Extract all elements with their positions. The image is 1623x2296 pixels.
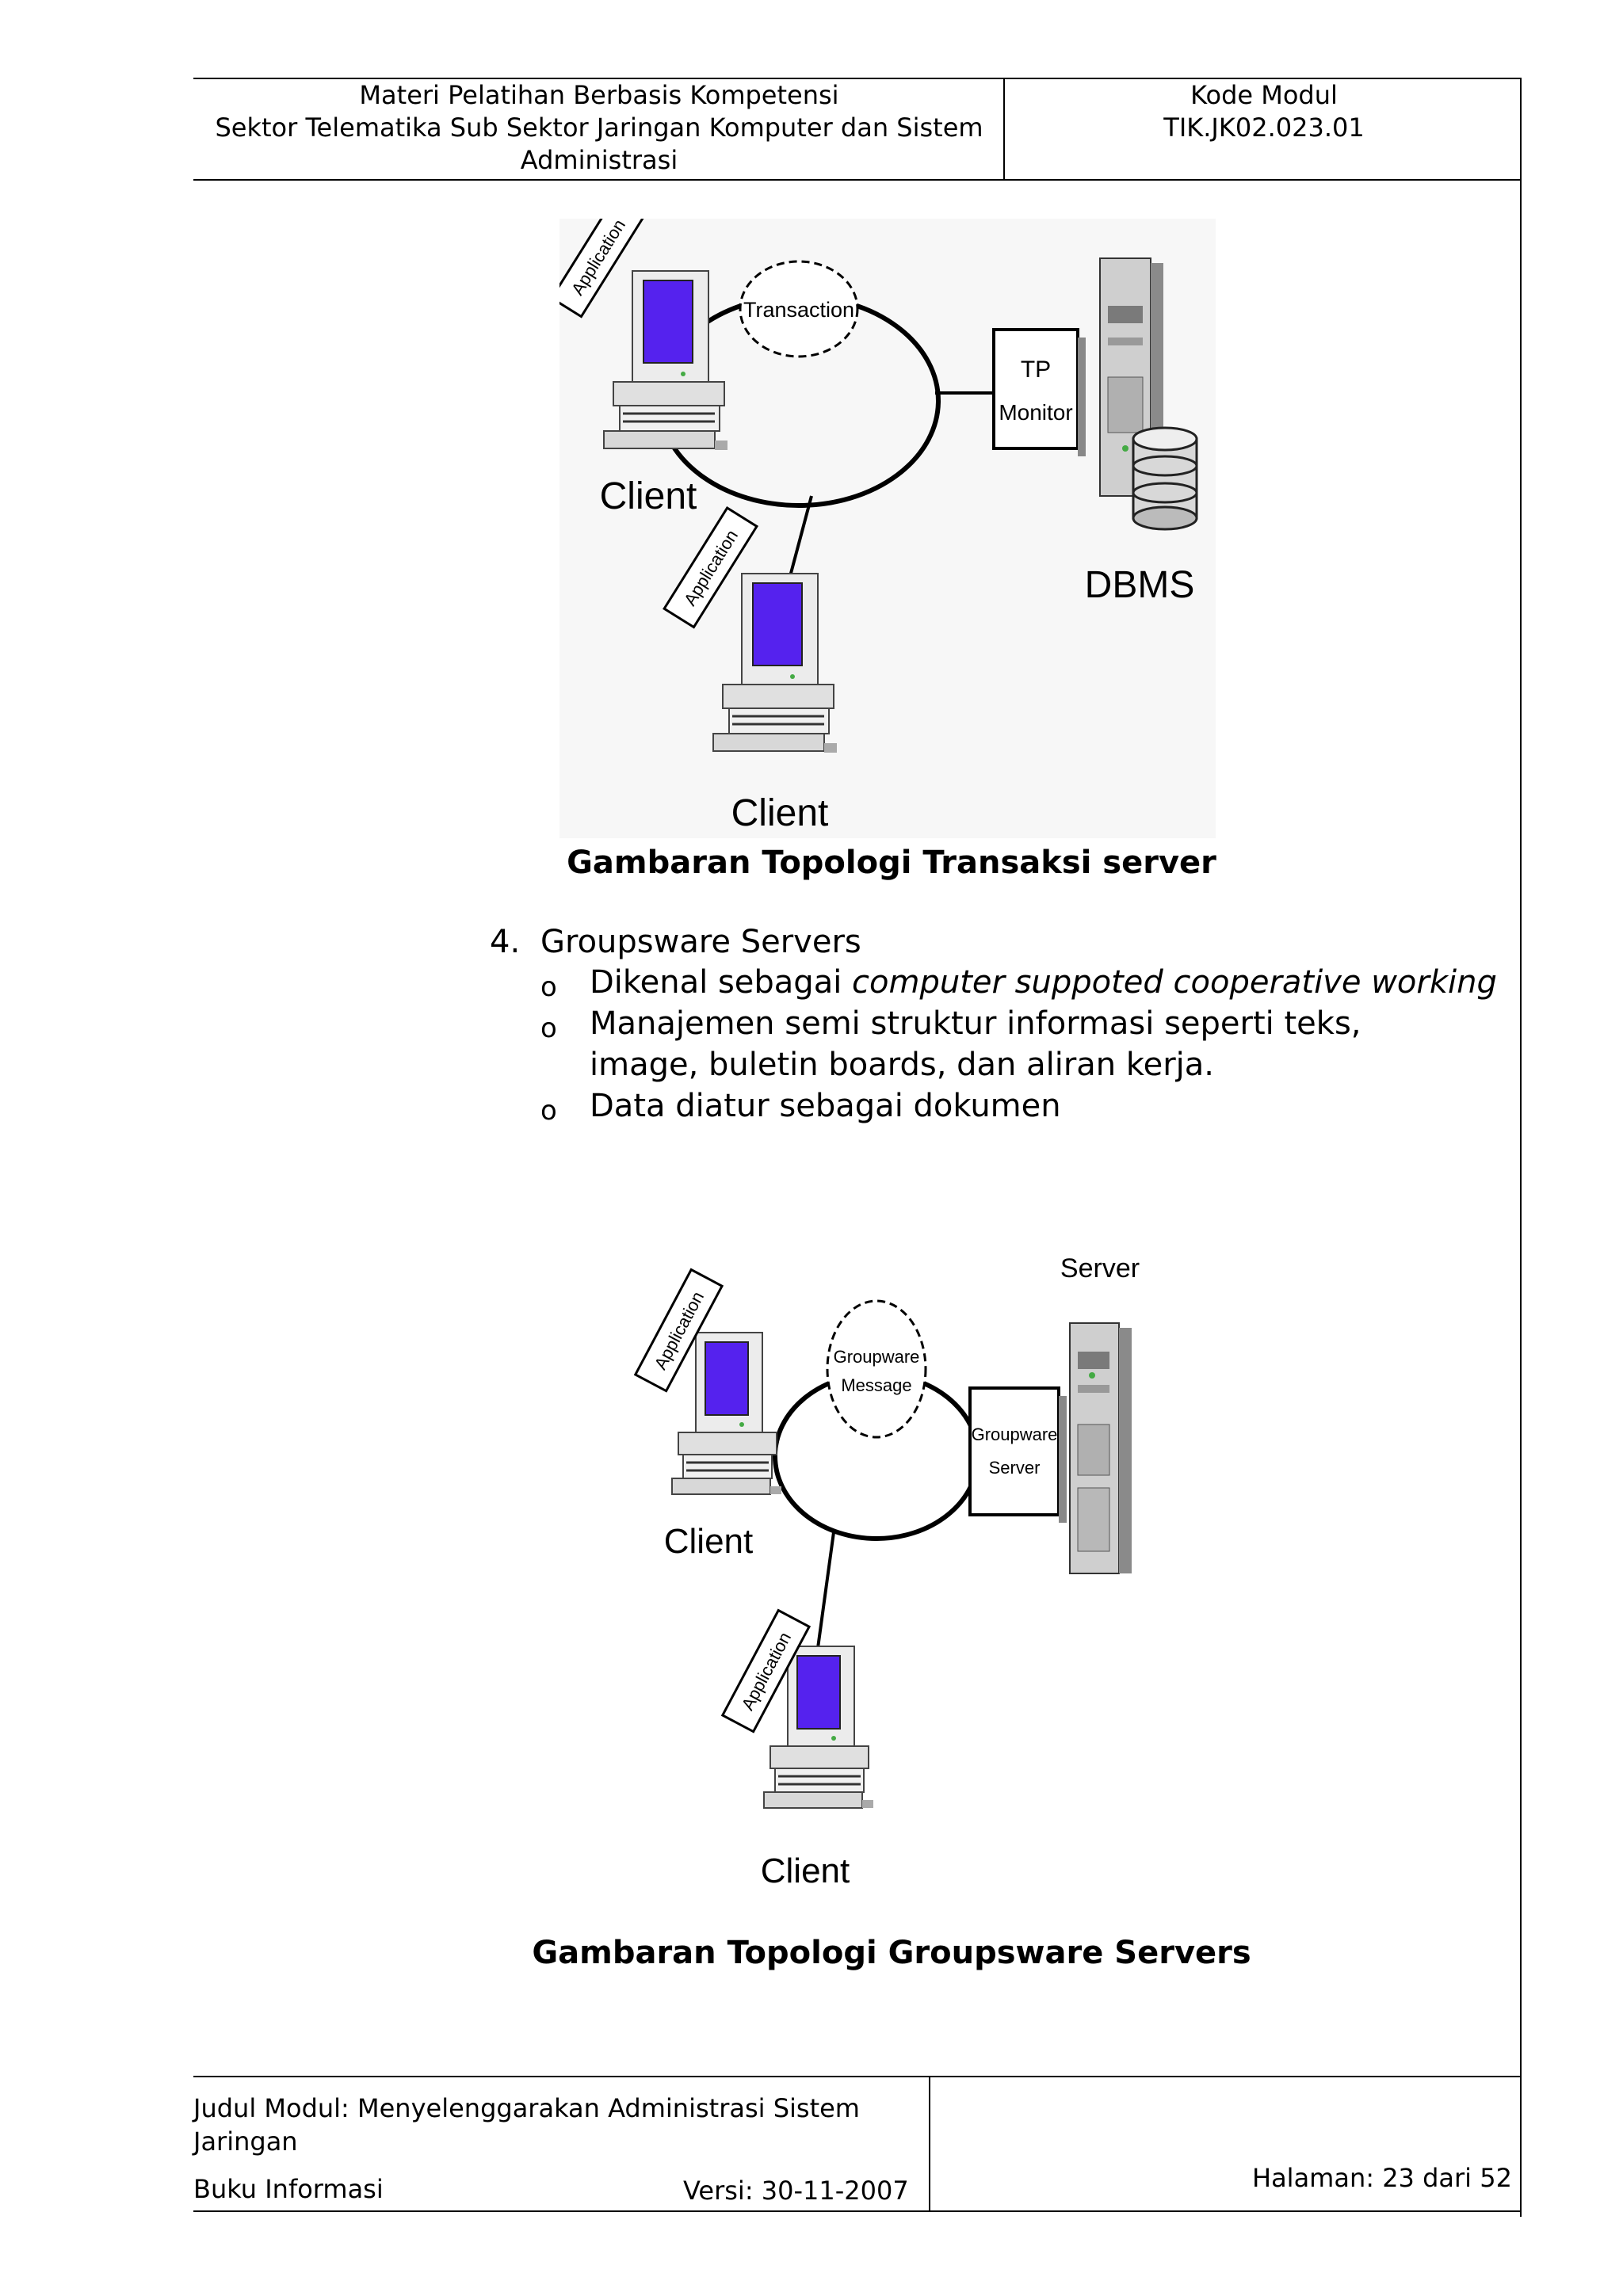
transaction-server-diagram: Transaction TP Monitor DBMS App bbox=[559, 219, 1216, 838]
tp-label: TP bbox=[1021, 357, 1051, 383]
footer-versi: Versi: 30-11-2007 bbox=[683, 2174, 909, 2207]
bullet-marker-3: o bbox=[540, 1095, 557, 1127]
bullet-marker-2: o bbox=[540, 1013, 557, 1044]
client-computer-top bbox=[672, 1333, 781, 1494]
bullet-text-1: Dikenal sebagai computer suppoted cooper… bbox=[590, 962, 1501, 1003]
bullet-text-3: Data diatur sebagai dokumen bbox=[590, 1085, 1501, 1127]
gserver-label-1: Groupware bbox=[972, 1425, 1058, 1444]
client-label-top: Client bbox=[664, 1522, 754, 1561]
footer-bottom-rule bbox=[193, 2210, 1522, 2212]
header-line-1: Materi Pelatihan Berbasis Kompetensi bbox=[193, 79, 1005, 112]
client-label-bottom: Client bbox=[731, 792, 829, 834]
section-number: 4. bbox=[490, 924, 520, 960]
client-label-top: Client bbox=[600, 475, 697, 517]
server-tower bbox=[1070, 1323, 1132, 1573]
bullet-1-plain: Dikenal sebagai bbox=[590, 964, 852, 1001]
footer-judul-modul: Judul Modul: Menyelenggarakan Administra… bbox=[193, 2092, 891, 2158]
kode-modul-label: Kode Modul bbox=[1005, 79, 1523, 112]
figure2-caption: Gambaran Topologi Groupsware Servers bbox=[523, 1935, 1260, 1971]
client-label-bottom: Client bbox=[761, 1852, 850, 1890]
groupware-message-cloud: Groupware Message bbox=[827, 1301, 926, 1437]
message-label-2: Message bbox=[841, 1375, 911, 1395]
bullet-text-2: Manajemen semi struktur informasi sepert… bbox=[590, 1003, 1422, 1085]
message-label-1: Groupware bbox=[834, 1347, 920, 1367]
bullet-marker-1: o bbox=[540, 971, 557, 1003]
page-right-border bbox=[1520, 78, 1522, 2217]
header-module-info: Materi Pelatihan Berbasis Kompetensi Sek… bbox=[193, 79, 1005, 177]
client-bottom-link bbox=[818, 1532, 834, 1648]
transaction-label: Transaction bbox=[743, 298, 854, 322]
monitor-label: Monitor bbox=[999, 400, 1072, 425]
header-line-3: Administrasi bbox=[193, 144, 1005, 177]
footer-top-rule bbox=[193, 2076, 1522, 2077]
server-label: Server bbox=[1060, 1253, 1140, 1283]
dbms-label: DBMS bbox=[1085, 564, 1195, 606]
footer-buku: Buku Informasi bbox=[193, 2172, 384, 2206]
header-line-2: Sektor Telematika Sub Sektor Jaringan Ko… bbox=[193, 112, 1005, 144]
gserver-label-2: Server bbox=[989, 1458, 1041, 1478]
transaction-cloud: Transaction bbox=[740, 261, 857, 357]
groupware-server-diagram: Groupware Message Groupware Server Serve… bbox=[634, 1236, 1157, 1909]
database-cylinder bbox=[1133, 428, 1197, 529]
kode-modul-value: TIK.JK02.023.01 bbox=[1005, 112, 1523, 144]
footer-halaman: Halaman: 23 dari 52 bbox=[1252, 2161, 1512, 2195]
figure1-caption: Gambaran Topologi Transaksi server bbox=[555, 845, 1228, 881]
groupware-server-box: Groupware Server bbox=[970, 1388, 1067, 1523]
section-title: Groupsware Servers bbox=[540, 924, 861, 960]
tp-monitor-box: TP Monitor bbox=[994, 330, 1086, 456]
header-module-code: Kode Modul TIK.JK02.023.01 bbox=[1005, 79, 1523, 144]
header-bottom-rule bbox=[193, 179, 1522, 181]
footer-divider bbox=[929, 2076, 930, 2212]
bullet-1-italic: computer suppoted cooperative working bbox=[852, 964, 1497, 1001]
